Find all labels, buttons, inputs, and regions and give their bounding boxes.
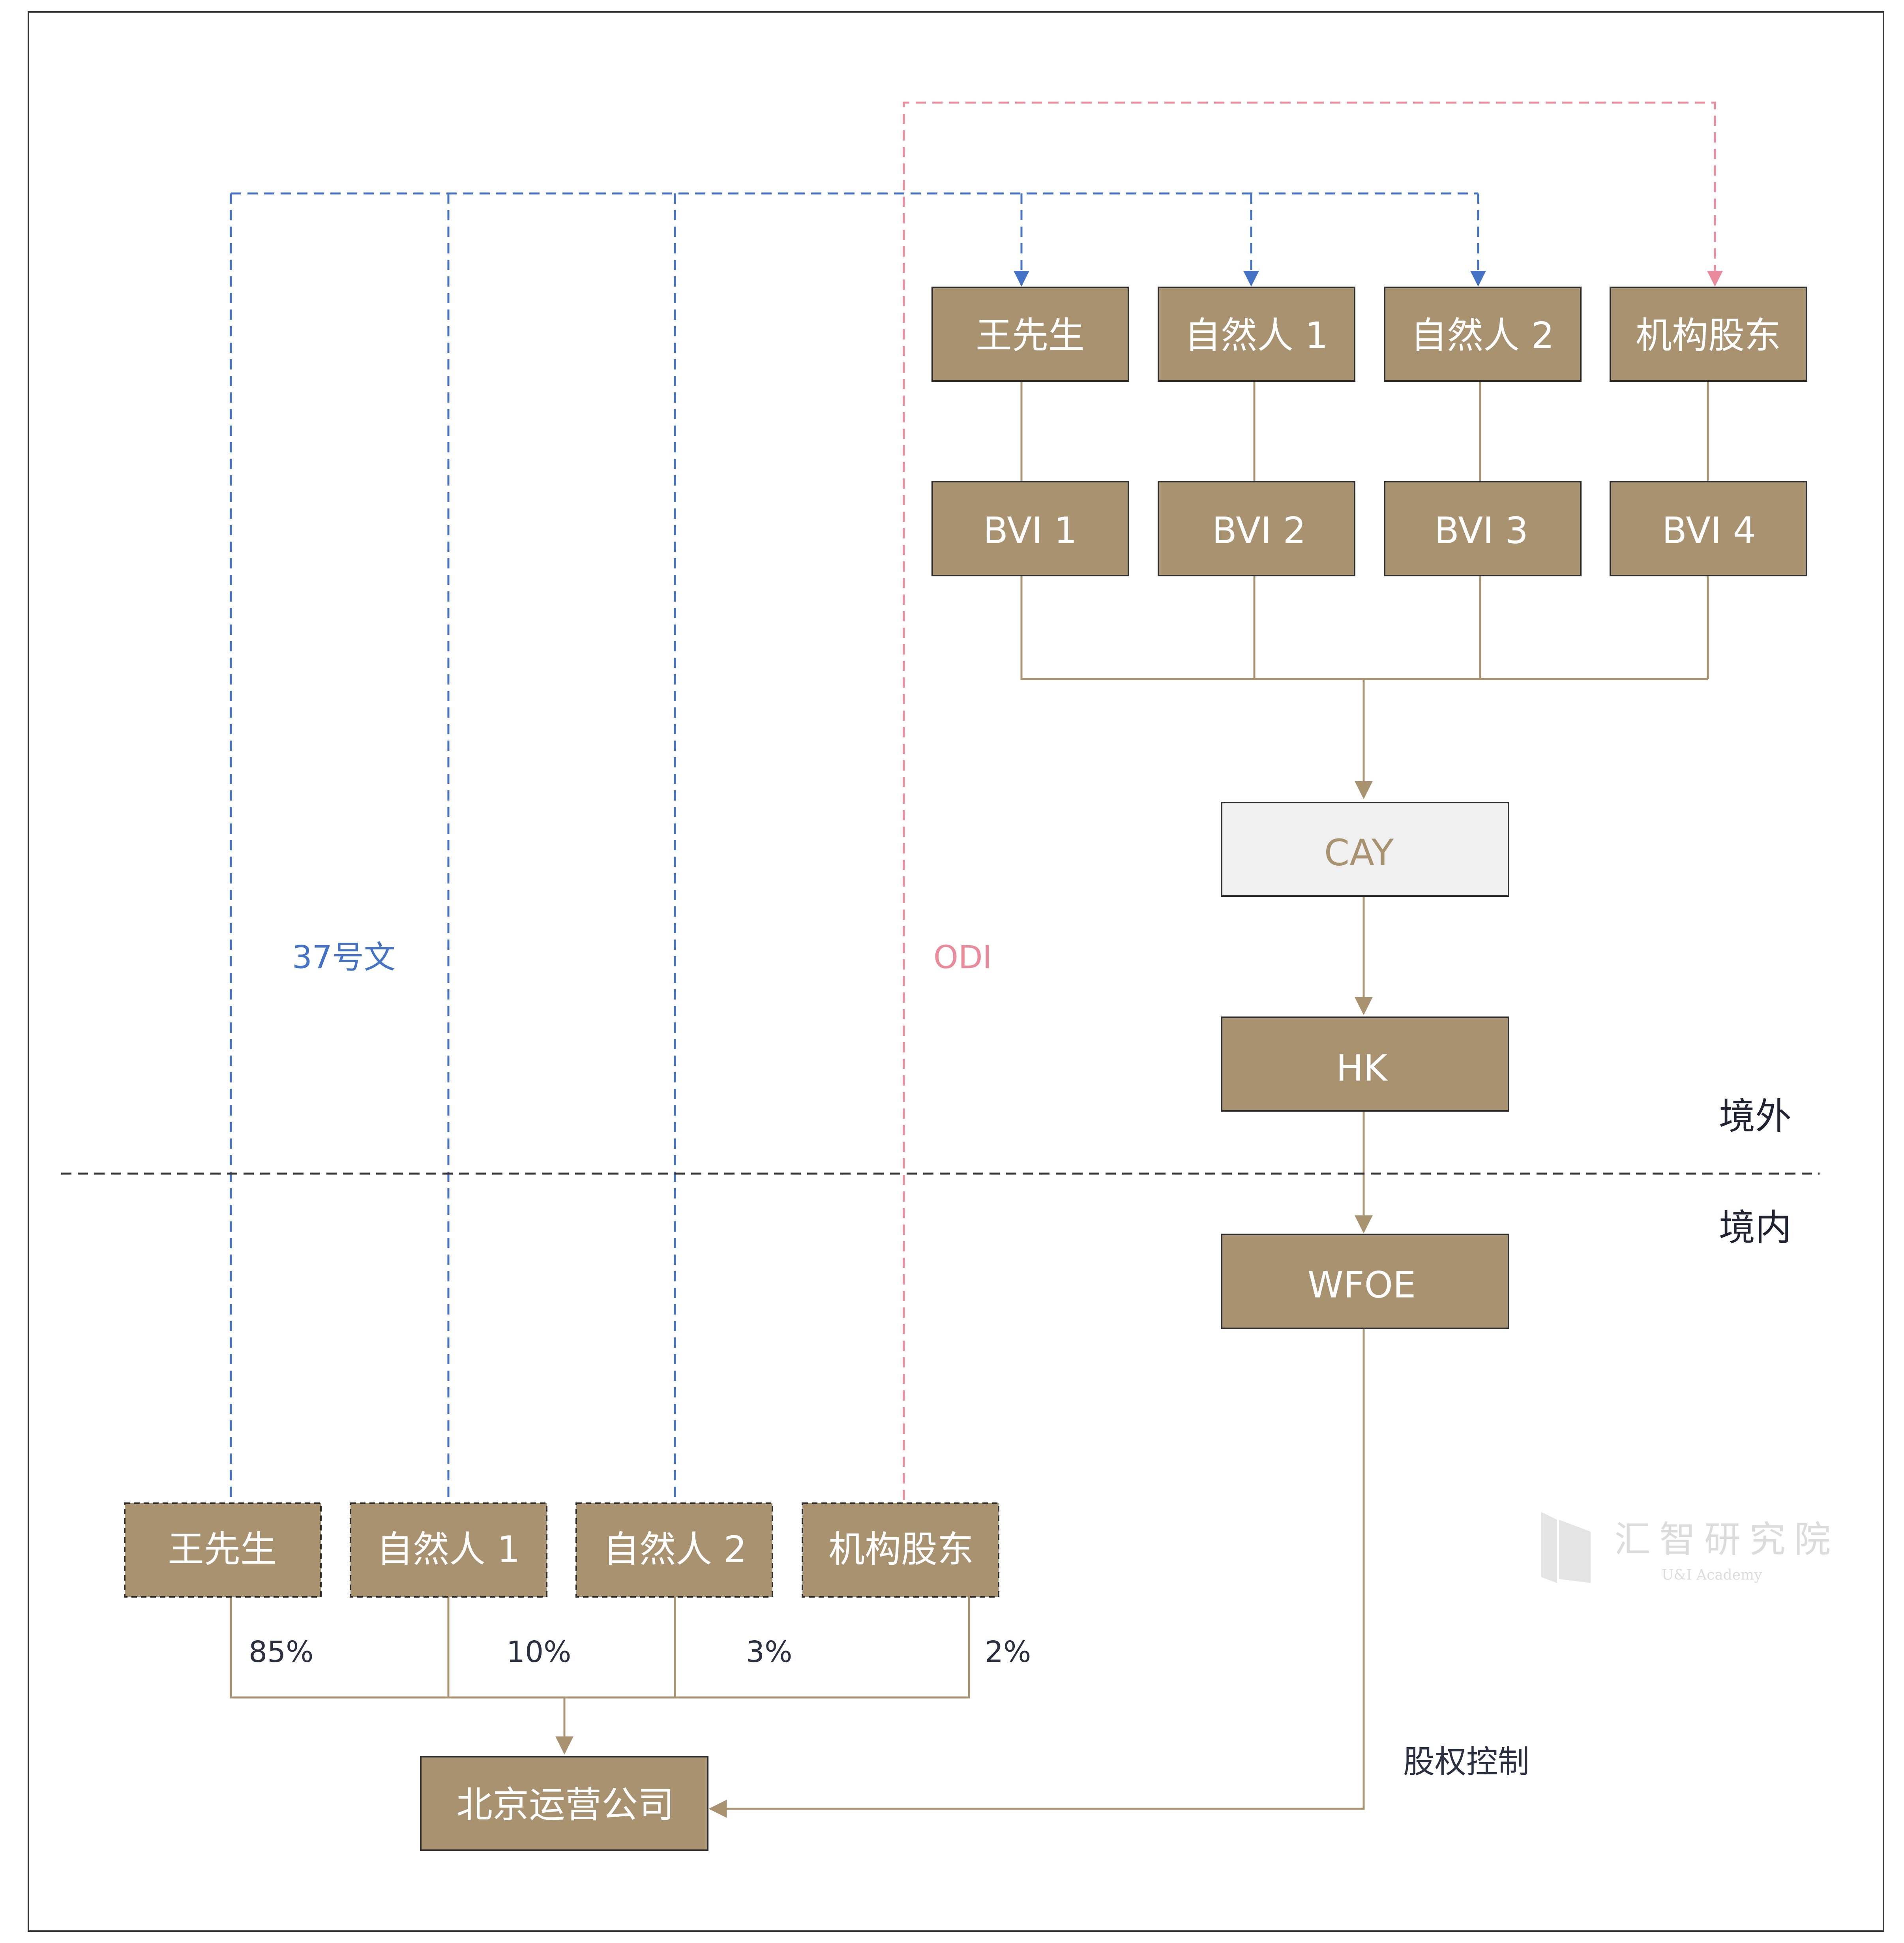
onshore-connectors [230, 1597, 970, 1755]
cay-label: CAY [1324, 832, 1394, 874]
percentage-person1: 10% [506, 1635, 571, 1669]
watermark-name-en: U&I Academy [1662, 1567, 1762, 1583]
offshore-holder-person2[interactable]: 自然人 2 [1384, 287, 1582, 382]
onshore-zone-label: 境内 [1719, 1207, 1792, 1249]
bvi-label: BVI 4 [1662, 510, 1756, 552]
onshore-holder-person2[interactable]: 自然人 2 [575, 1502, 773, 1598]
equity-control-label: 股权控制 [1403, 1744, 1529, 1780]
circular37-routes [230, 192, 1486, 1504]
onshore-holder-person1[interactable]: 自然人 1 [350, 1502, 547, 1598]
watermark-logo-icon [1541, 1512, 1591, 1583]
offshore-connectors [708, 381, 1709, 1818]
company-label: 北京运营公司 [456, 1784, 674, 1826]
wfoe-box[interactable]: WFOE [1221, 1234, 1509, 1329]
watermark-name-cn: 汇智研究院 [1614, 1519, 1839, 1561]
offshore-holder-person1[interactable]: 自然人 1 [1158, 287, 1355, 382]
odi-route [903, 101, 1723, 1500]
bvi-label: BVI 2 [1212, 510, 1306, 552]
bvi-1-box[interactable]: BVI 1 [931, 481, 1129, 576]
percentage-wang: 85% [249, 1635, 313, 1669]
bvi-2-box[interactable]: BVI 2 [1158, 481, 1355, 576]
onshore-holder-label: 自然人 1 [377, 1529, 520, 1571]
offshore-zone-label: 境外 [1719, 1095, 1792, 1138]
hk-box[interactable]: HK [1221, 1017, 1509, 1112]
odi-route-line [903, 101, 1723, 1500]
onshore-holder-wang[interactable]: 王先生 [124, 1502, 322, 1598]
percentage-institution: 2% [985, 1635, 1031, 1669]
bvi-label: BVI 3 [1434, 510, 1528, 552]
onshore-holder-label: 机构股东 [828, 1529, 974, 1571]
offshore-holder-label: 自然人 2 [1411, 315, 1554, 357]
percentage-person2: 3% [746, 1635, 792, 1669]
bvi-label: BVI 1 [983, 510, 1077, 552]
offshore-holder-institution[interactable]: 机构股东 [1610, 287, 1807, 382]
bvi-4-box[interactable]: BVI 4 [1610, 481, 1807, 576]
cay-box[interactable]: CAY [1221, 802, 1509, 897]
wfoe-control-arrow [708, 1328, 1365, 1818]
outer-frame [28, 11, 1884, 1932]
hk-label: HK [1336, 1047, 1388, 1090]
beijing-operating-company-box[interactable]: 北京运营公司 [420, 1756, 708, 1851]
offshore-holder-wang[interactable]: 王先生 [931, 287, 1129, 382]
bvi-3-box[interactable]: BVI 3 [1384, 481, 1582, 576]
watermark: 汇智研究院 U&I Academy [1541, 1512, 1839, 1583]
circular37-label: 37号文 [292, 939, 395, 976]
offshore-holder-label: 自然人 1 [1184, 315, 1328, 357]
onshore-holder-label: 自然人 2 [603, 1529, 747, 1571]
offshore-holder-label: 机构股东 [1636, 315, 1781, 357]
onshore-holder-institution[interactable]: 机构股东 [802, 1502, 999, 1598]
offshore-holder-label: 王先生 [976, 315, 1085, 357]
odi-label: ODI [933, 939, 992, 976]
wfoe-label: WFOE [1308, 1264, 1416, 1306]
onshore-holder-label: 王先生 [168, 1529, 277, 1571]
